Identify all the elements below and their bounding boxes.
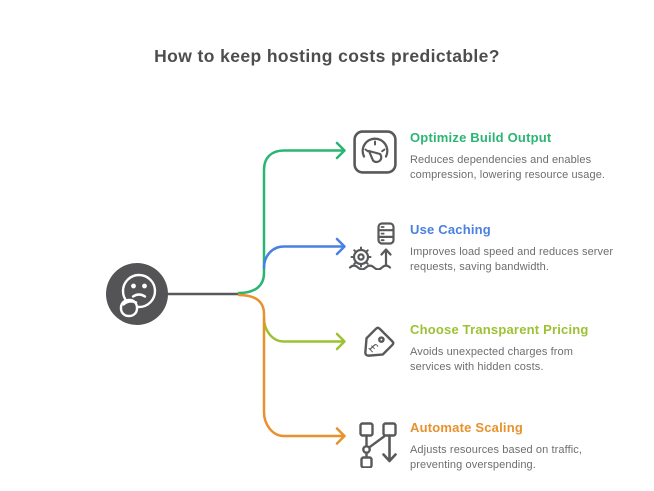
item-heading: Use Caching: [410, 222, 491, 237]
database-caching-icon: [348, 222, 398, 270]
currency-symbol: £: [366, 340, 381, 355]
page-title: How to keep hosting costs predictable?: [154, 46, 500, 66]
item-description: Improves load speed and reduces server r…: [410, 246, 614, 273]
connector-branch-3: [262, 316, 346, 351]
thinking-face-icon: [119, 273, 157, 318]
price-tag-icon: £: [353, 322, 397, 368]
gauge-icon: [353, 130, 397, 174]
scaling-icon: [358, 420, 398, 468]
item-description: Reduces dependencies and enables compres…: [410, 154, 606, 181]
item-heading: Automate Scaling: [410, 420, 523, 435]
central-circle: [106, 263, 168, 325]
connector-branch-1: [237, 141, 346, 295]
connector-branch-2: [262, 237, 346, 270]
item-description: Avoids unexpected charges from services …: [410, 346, 573, 373]
item-heading: Optimize Build Output: [410, 130, 552, 145]
connector-branch-4: [237, 293, 346, 445]
item-heading: Choose Transparent Pricing: [410, 322, 589, 337]
item-description: Adjusts resources based on traffic, prev…: [410, 444, 583, 471]
